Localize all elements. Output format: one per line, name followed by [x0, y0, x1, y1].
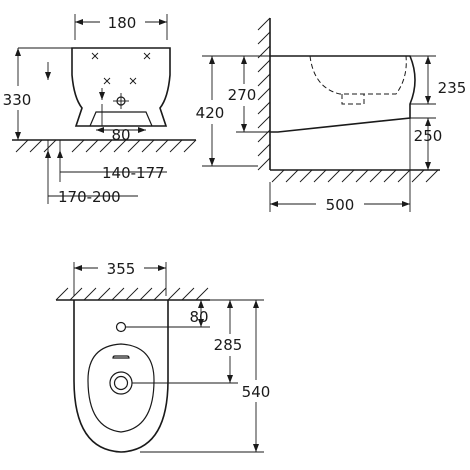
dim-floor-range-2: 170-200 [58, 188, 121, 206]
dim-top-depth: 540 [242, 383, 271, 401]
front-floor-hatch [15, 139, 197, 153]
top-wall-hatch [55, 287, 209, 301]
side-wall-hatch [257, 17, 271, 171]
dim-side-height-mid: 270 [228, 86, 257, 104]
dim-top-width: 355 [107, 260, 136, 278]
dim-front-width: 180 [108, 14, 137, 32]
dim-floor-range-1: 140-177 [102, 164, 165, 182]
top-view: 355 80 [55, 260, 271, 453]
dim-side-depth: 500 [326, 196, 355, 214]
dim-side-height-bottom: 250 [414, 127, 443, 145]
dim-front-inner-width: 80 [111, 126, 130, 144]
side-floor-hatch [271, 169, 439, 183]
side-view: 420 270 235 250 500 [196, 17, 467, 214]
dim-front-height: 330 [3, 91, 32, 109]
dim-side-height-right: 235 [438, 79, 467, 97]
dim-top-offset-80: 80 [189, 308, 208, 326]
dim-side-height-total: 420 [196, 104, 225, 122]
front-view: 180 330 80 [3, 14, 197, 206]
dim-top-offset-285: 285 [214, 336, 243, 354]
